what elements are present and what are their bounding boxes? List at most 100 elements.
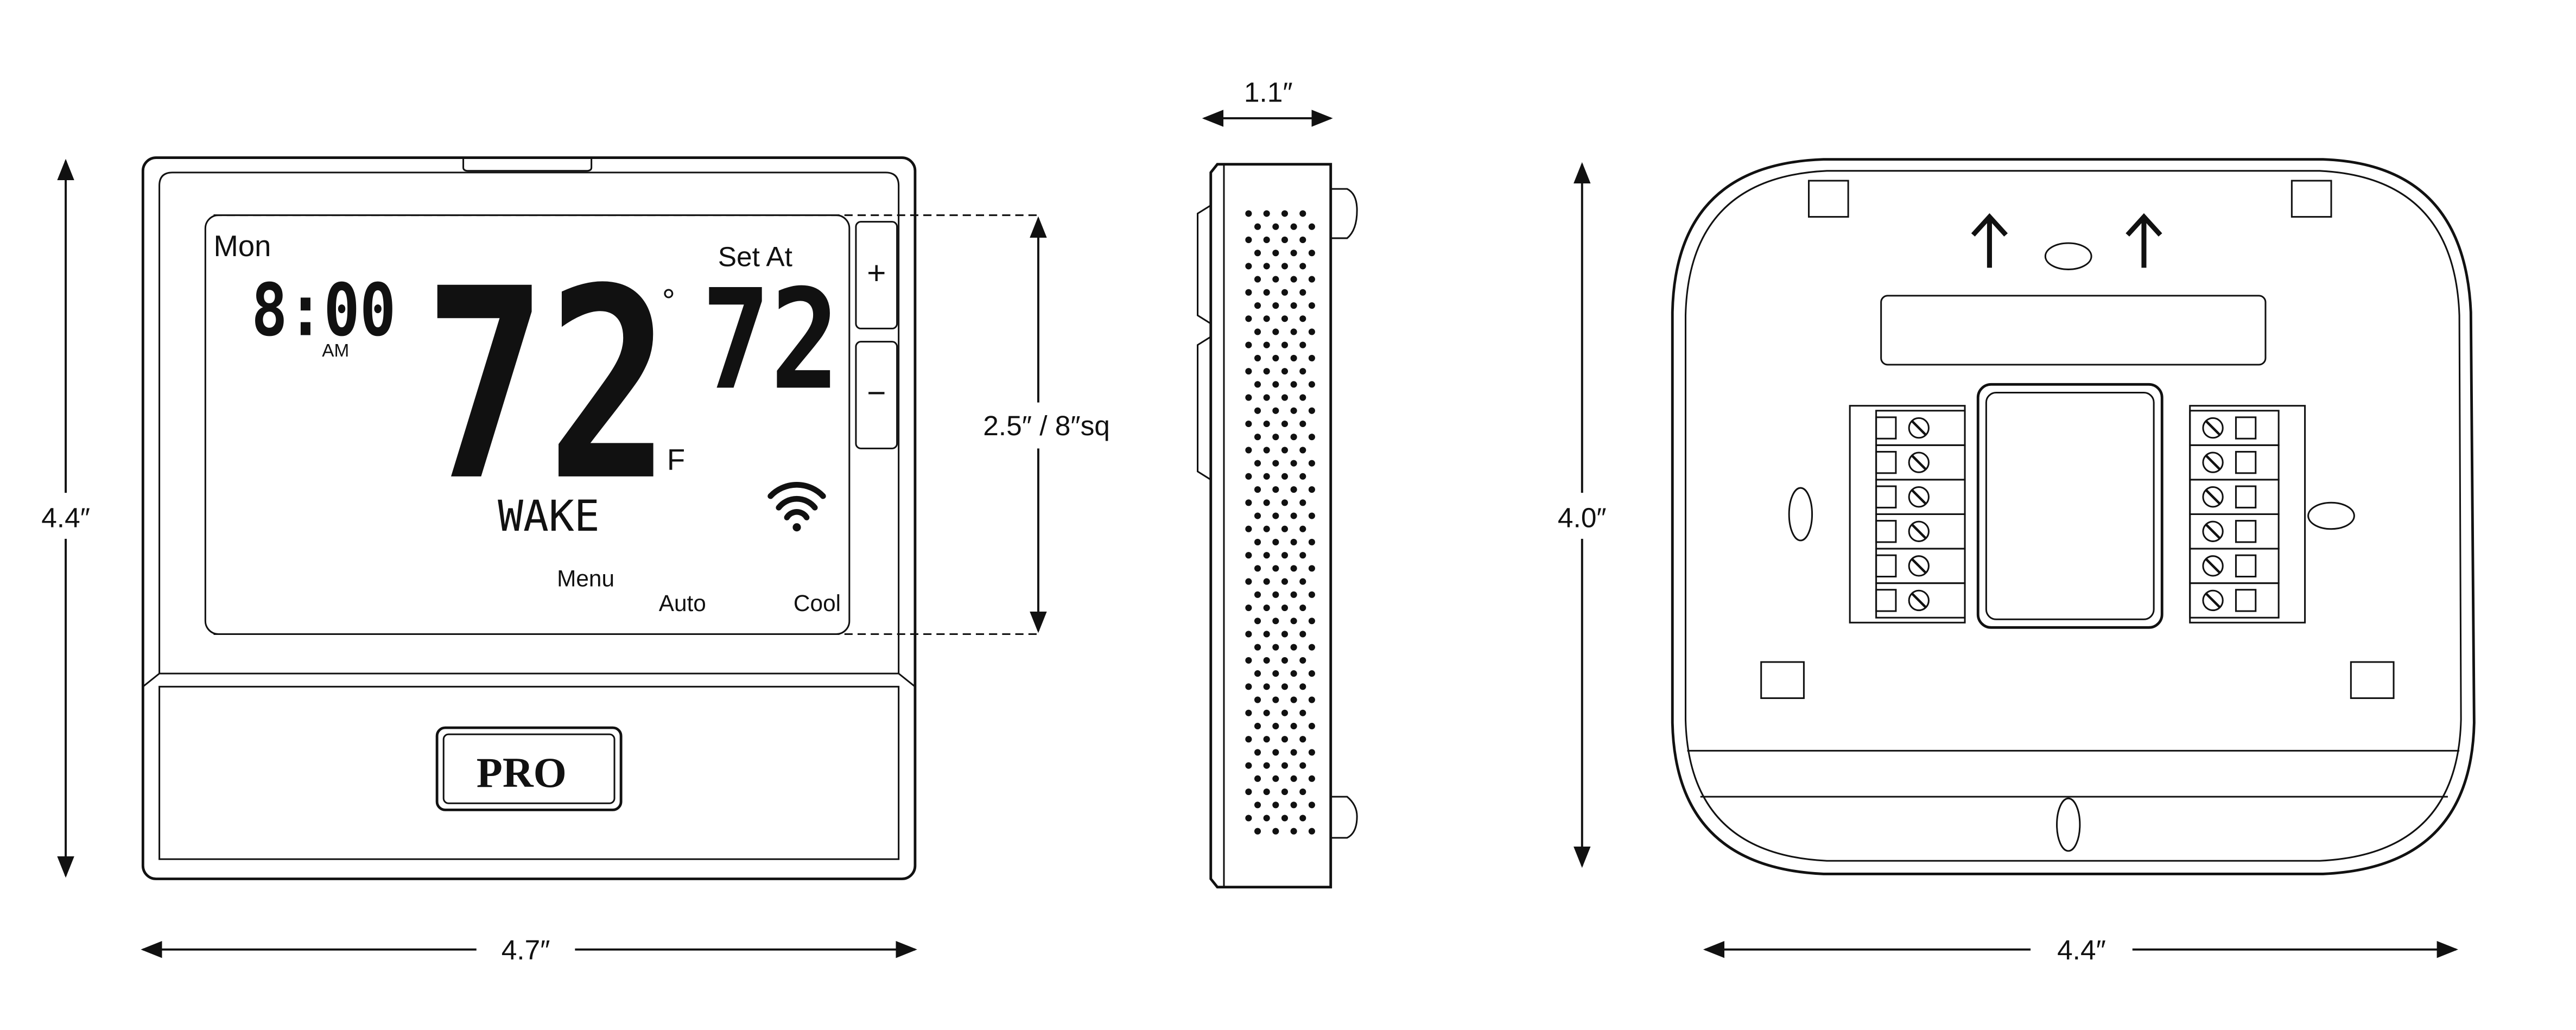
vent-hole	[1299, 420, 1306, 428]
terminal-screw-icon	[2202, 589, 2224, 612]
vent-hole	[1263, 683, 1270, 690]
up-button[interactable]: +	[855, 221, 898, 329]
vent-hole	[1290, 802, 1297, 809]
vent-hole	[1290, 328, 1297, 335]
terminal-clamp	[2235, 589, 2257, 612]
vent-hole	[1263, 447, 1270, 454]
pro-logo: PRO	[435, 726, 623, 811]
vent-hole	[1308, 250, 1315, 257]
vent-hole	[1281, 789, 1288, 796]
terminal-screw-icon	[1908, 520, 1930, 542]
arrow-up-icon	[1971, 213, 2162, 268]
vent-hole	[1263, 263, 1270, 270]
vent-hole	[1290, 302, 1297, 309]
down-button[interactable]: −	[855, 341, 898, 449]
vent-hole	[1254, 407, 1261, 414]
terminal-clamp	[2235, 416, 2257, 440]
vent-hole	[1308, 407, 1315, 414]
vent-hole	[1263, 552, 1270, 559]
vent-hole	[1245, 525, 1252, 532]
vent-hole	[1299, 789, 1306, 796]
mount-hole-top	[2044, 242, 2092, 270]
vent-hole	[1281, 341, 1288, 348]
vent-hole	[1290, 538, 1297, 546]
vent-hole	[1254, 434, 1261, 441]
vent-hole	[1263, 631, 1270, 638]
vent-hole	[1254, 644, 1261, 651]
vent-hole	[1299, 736, 1306, 743]
vent-hole	[1272, 381, 1279, 388]
vent-hole	[1254, 591, 1261, 598]
terminal-clamp	[2235, 450, 2257, 474]
menu-label[interactable]: Menu	[557, 566, 614, 592]
vent-hole	[1290, 276, 1297, 283]
vent-hole	[1308, 486, 1315, 493]
vent-hole	[1299, 604, 1306, 612]
unit-label: F	[667, 443, 685, 476]
vent-hole	[1299, 578, 1306, 585]
side-clip-bottom	[1330, 796, 1358, 839]
vent-hole	[1263, 525, 1270, 532]
bottom-panel	[158, 685, 900, 860]
vent-hole	[1299, 683, 1306, 690]
vent-hole	[1254, 328, 1261, 335]
vent-hole	[1308, 749, 1315, 756]
vent-hole	[1263, 473, 1270, 480]
vent-hole	[1245, 447, 1252, 454]
vent-hole	[1281, 473, 1288, 480]
system-label[interactable]: Cool	[794, 590, 841, 616]
terminal-screw-icon	[2202, 555, 2224, 577]
vent-hole	[1272, 670, 1279, 677]
vent-hole	[1263, 815, 1270, 822]
back-width-label: 4.4″	[2057, 934, 2106, 965]
vent-hole	[1245, 709, 1252, 716]
degree-symbol: °	[662, 282, 675, 319]
vent-hole	[1281, 762, 1288, 769]
vent-hole	[1290, 434, 1297, 441]
vent-hole	[1254, 618, 1261, 625]
vent-hole	[1308, 302, 1315, 309]
vent-hole	[1263, 709, 1270, 716]
vent-hole	[1254, 802, 1261, 809]
vent-hole	[1299, 631, 1306, 638]
side-housing	[1209, 163, 1333, 889]
vent-hole	[1290, 696, 1297, 703]
vent-hole	[1263, 578, 1270, 585]
vent-hole	[1254, 354, 1261, 361]
vent-hole	[1308, 276, 1315, 283]
vent-hole	[1308, 644, 1315, 651]
vent-hole	[1272, 644, 1279, 651]
vent-hole	[1245, 473, 1252, 480]
vent-hole	[1272, 460, 1279, 467]
terminal-screw-icon	[1908, 417, 1930, 439]
terminal-screw-icon	[1908, 486, 1930, 508]
vent-hole	[1263, 604, 1270, 612]
vent-hole	[1281, 815, 1288, 822]
vent-hole	[1281, 736, 1288, 743]
vent-hole	[1281, 420, 1288, 428]
wifi-icon	[767, 482, 826, 532]
vent-hole	[1290, 486, 1297, 493]
vent-hole	[1263, 210, 1270, 217]
terminal-screw-icon	[1908, 555, 1930, 577]
vent-hole	[1308, 775, 1315, 782]
vent-hole	[1299, 394, 1306, 401]
program-label: WAKE	[498, 491, 600, 541]
vent-hole	[1245, 394, 1252, 401]
current-temperature: 72	[424, 233, 670, 539]
back-view: 4.0″ 4.4″	[1544, 158, 2476, 971]
vent-hole	[1308, 802, 1315, 809]
vent-hole	[1299, 709, 1306, 716]
mode-label[interactable]: Auto	[659, 590, 706, 616]
plus-icon: +	[867, 255, 886, 291]
clip-tabs	[1760, 180, 2395, 700]
vent-hole	[1290, 250, 1297, 257]
terminal-clamp	[1875, 450, 1897, 474]
terminal-screw-icon	[1908, 589, 1930, 612]
logo-text: PRO	[477, 749, 567, 797]
vent-hole	[1281, 236, 1288, 244]
vent-hole	[1272, 407, 1279, 414]
vent-hole	[1290, 670, 1297, 677]
side-view: 1.1″	[1197, 77, 1358, 889]
